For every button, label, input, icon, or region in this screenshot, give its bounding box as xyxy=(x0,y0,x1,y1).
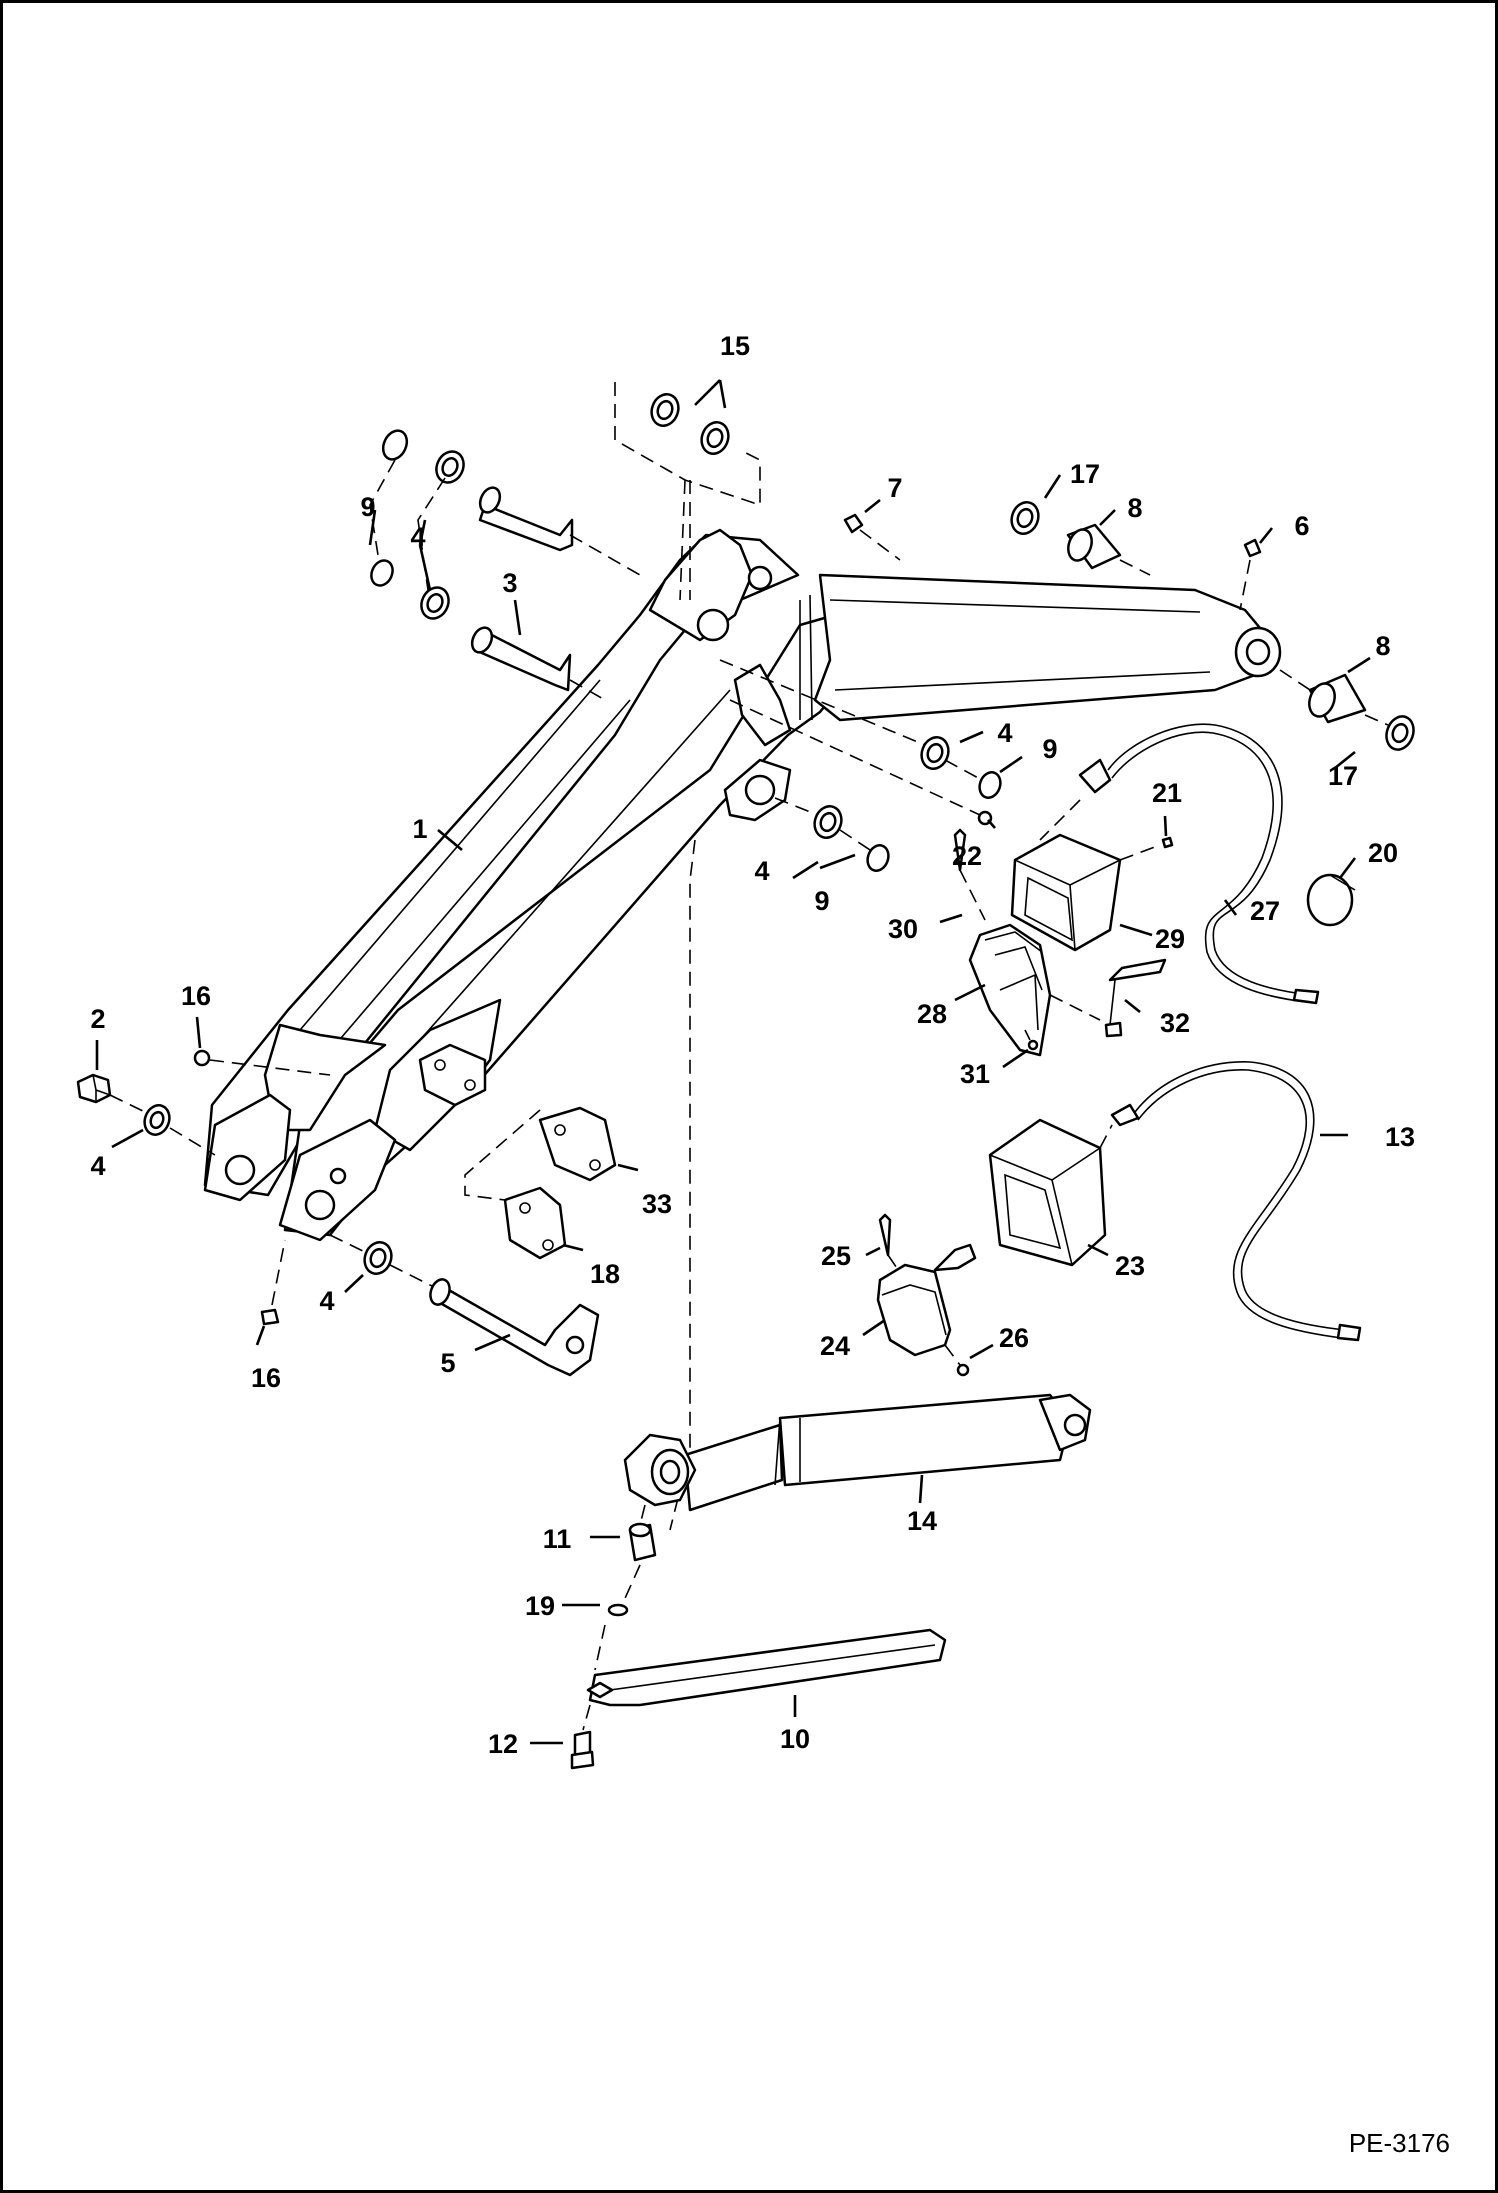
callout-c30: 30 xyxy=(888,914,918,944)
callout-c16b: 16 xyxy=(251,1363,281,1393)
callout-c9b: 9 xyxy=(1042,734,1057,764)
right-top-parts xyxy=(843,501,1415,751)
callout-c8b: 8 xyxy=(1375,631,1390,661)
callout-c4d: 4 xyxy=(90,1151,105,1181)
callout-c26: 26 xyxy=(999,1323,1029,1353)
boom xyxy=(203,528,1282,1242)
callout-c22: 22 xyxy=(952,841,982,871)
callout-c3: 3 xyxy=(502,568,517,598)
callout-c4b: 4 xyxy=(997,718,1012,748)
callout-labels: 1234444456788999101112131415161617171819… xyxy=(90,331,1415,1759)
callout-c28: 28 xyxy=(917,999,947,1029)
callout-c17a: 17 xyxy=(1070,459,1100,489)
callout-c5: 5 xyxy=(440,1348,455,1378)
callout-c21: 21 xyxy=(1152,778,1182,808)
callout-c8a: 8 xyxy=(1127,493,1142,523)
callout-c31: 31 xyxy=(960,1059,990,1089)
mid-rings xyxy=(719,659,1002,872)
cylinder-guide-line xyxy=(669,839,696,1531)
lower-left-parts xyxy=(76,1043,617,1377)
part-15-rings xyxy=(614,382,761,601)
callout-c12: 12 xyxy=(488,1729,518,1759)
callout-c11: 11 xyxy=(543,1524,572,1554)
callout-c14: 14 xyxy=(907,1506,937,1536)
callout-c24: 24 xyxy=(820,1331,850,1361)
callout-c4a: 4 xyxy=(410,522,425,552)
cylinder xyxy=(570,1393,1092,1770)
callout-c4e: 4 xyxy=(319,1286,334,1316)
callout-c19: 19 xyxy=(525,1591,555,1621)
drawing-reference-number: PE-3176 xyxy=(1348,2128,1450,2158)
callout-c29: 29 xyxy=(1155,924,1185,954)
callout-c10: 10 xyxy=(780,1724,810,1754)
callout-c1: 1 xyxy=(412,814,427,844)
callout-c16a: 16 xyxy=(181,981,211,1011)
leader-lines xyxy=(95,379,1371,1745)
callout-c2: 2 xyxy=(90,1004,105,1034)
callout-c13: 13 xyxy=(1385,1122,1415,1152)
upper-light xyxy=(953,723,1356,1057)
callout-c4c: 4 xyxy=(754,856,769,886)
callout-c25: 25 xyxy=(821,1241,851,1271)
callout-c20: 20 xyxy=(1368,838,1398,868)
callout-c6: 6 xyxy=(1294,511,1309,541)
lower-light xyxy=(876,1061,1362,1377)
callout-c9c: 9 xyxy=(814,886,829,916)
upper-pins xyxy=(369,429,641,701)
callout-c23: 23 xyxy=(1115,1251,1145,1281)
callout-c15: 15 xyxy=(720,331,750,361)
callout-c27: 27 xyxy=(1250,896,1280,926)
callout-c7: 7 xyxy=(887,473,902,503)
callout-c33: 33 xyxy=(642,1189,672,1219)
callout-c18: 18 xyxy=(590,1259,620,1289)
callout-c17b: 17 xyxy=(1328,761,1358,791)
callout-c9a: 9 xyxy=(360,492,375,522)
callout-c32: 32 xyxy=(1160,1008,1190,1038)
